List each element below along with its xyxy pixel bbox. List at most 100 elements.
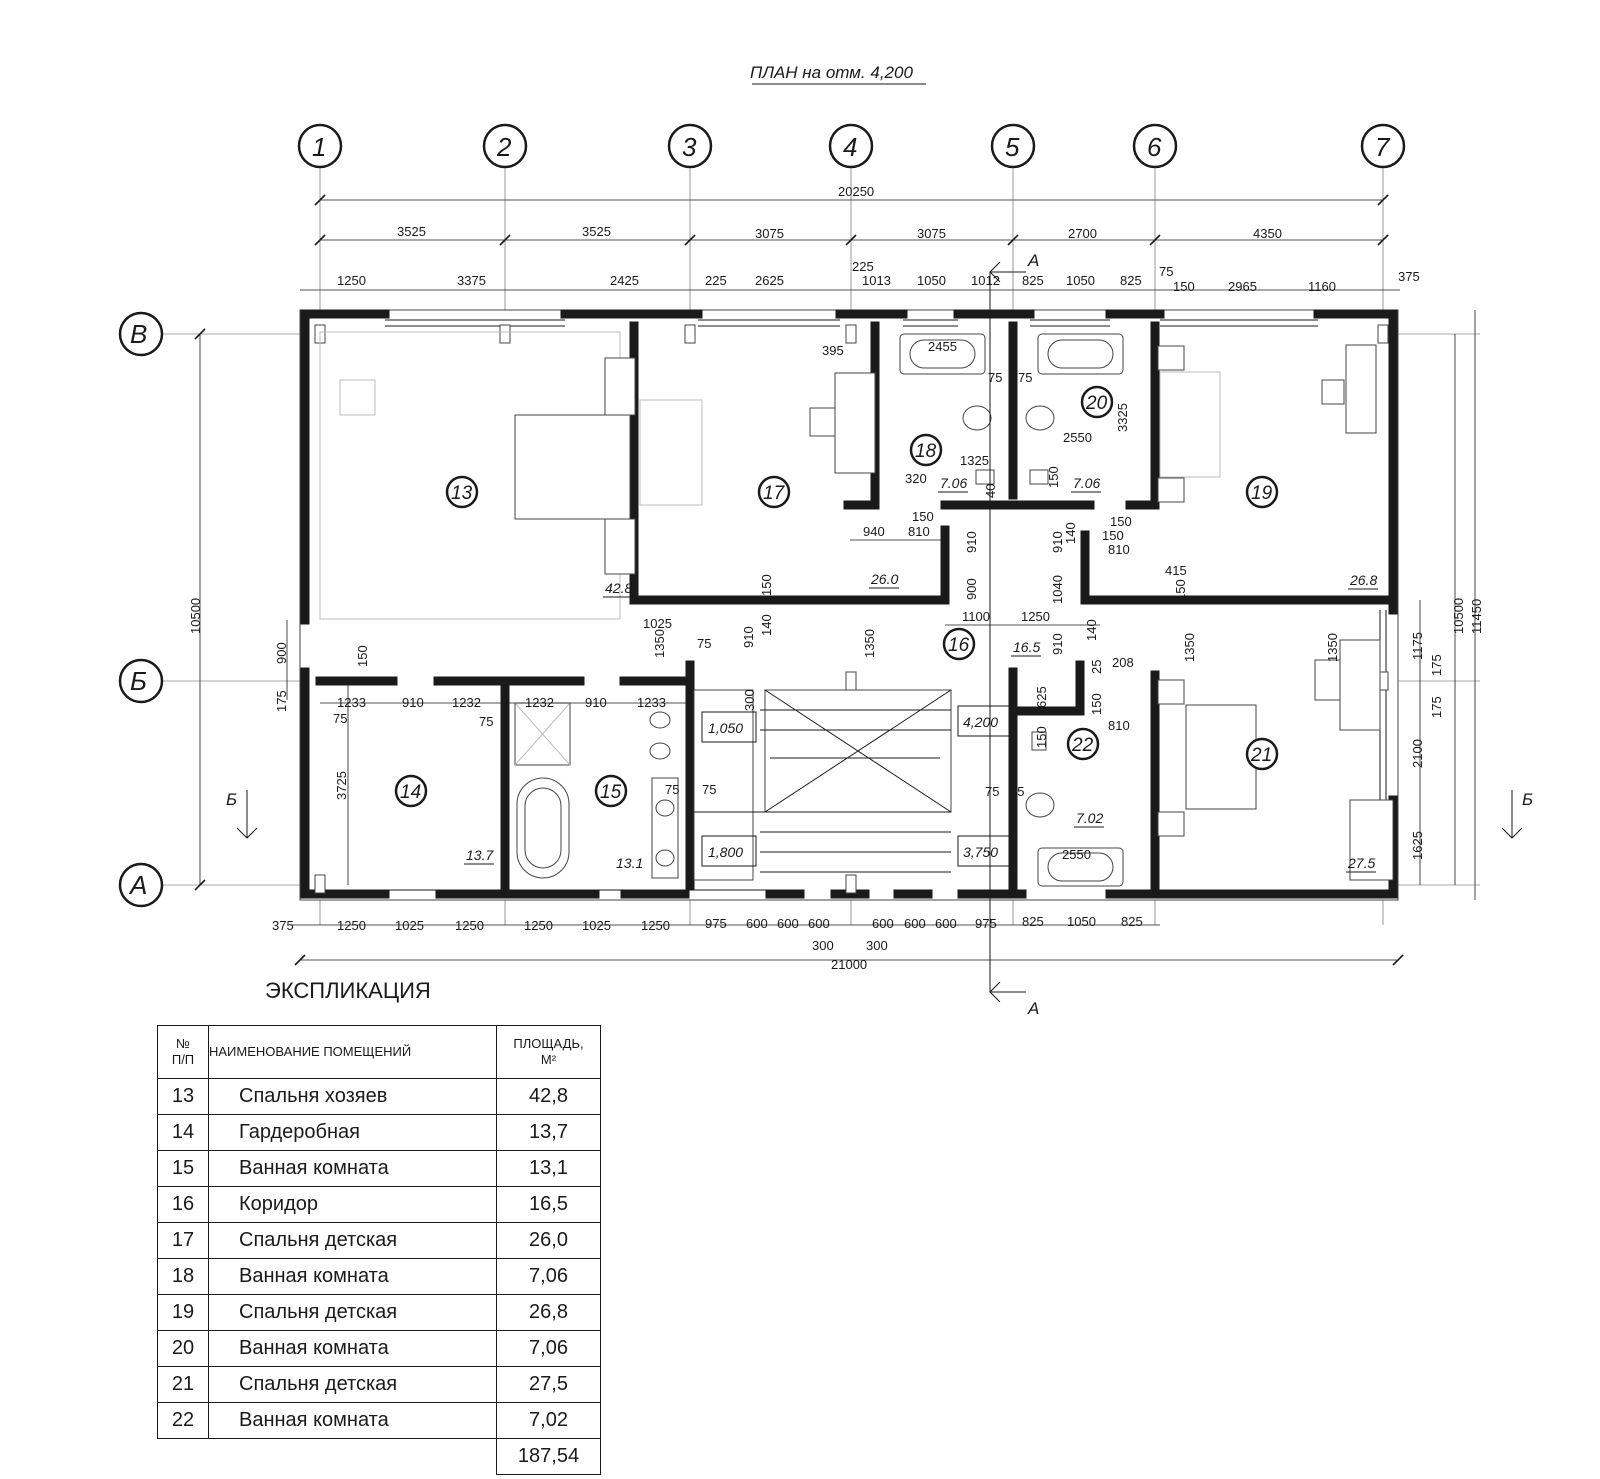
total-area: 187,54 (496, 1438, 601, 1475)
dimension-label: 2550 (1062, 847, 1091, 862)
dimension-label: 7.06 (940, 475, 967, 491)
dimension-label: 150 (1110, 514, 1132, 529)
interior-dimensions: 395 2455 75 75 3325 2550 1325 320 40 150… (320, 339, 1340, 885)
dimension-label: 225 (705, 273, 727, 288)
dimension-label: 1025 (582, 918, 611, 933)
dimension-label: 975 (975, 916, 997, 931)
dimension-label: 26.8 (1349, 572, 1377, 588)
dimension-label: 2625 (755, 273, 784, 288)
dimension-label: А (1027, 999, 1039, 1018)
dimension-label: 1 (312, 132, 326, 162)
dimension-label: 910 (741, 626, 756, 648)
dimension-label: 19 (1251, 483, 1273, 504)
axis-1: 1 (297, 123, 343, 925)
total-row: 187,54 (158, 1438, 601, 1475)
dimension-label: 1350 (652, 629, 667, 658)
dimension-label: 75 (702, 782, 716, 797)
dimension-label: 1175 (1410, 632, 1425, 660)
dimension-label: 14 (400, 782, 421, 803)
dimension-label: 150 (1089, 693, 1104, 715)
dimension-label: 2425 (610, 273, 639, 288)
dimension-label: 16.5 (1013, 639, 1040, 655)
dimension-label: 175 (1429, 696, 1444, 718)
dimension-label: 2700 (1068, 226, 1097, 241)
dimension-label: 1250 (1021, 609, 1050, 624)
dimension-label: 900 (274, 642, 289, 664)
side-dimensions: 10500 900 175 10500 11450 1175 175 175 2… (188, 310, 1484, 900)
dimension-label: 17 (763, 483, 786, 504)
dimension-label: 75 (1159, 264, 1173, 279)
dimension-label: 7.02 (1076, 810, 1103, 826)
dimension-label: 1,800 (708, 844, 743, 860)
dimension-label: 25 (1089, 660, 1104, 674)
header-area: ПЛОЩАДЬ,М² (496, 1025, 601, 1079)
dimension-label: 75 (985, 784, 999, 799)
dimension-label: 940 (863, 524, 885, 539)
dimension-label: 3525 (582, 224, 611, 239)
dimension-label: 140 (1063, 522, 1078, 544)
dimension-label: А (1027, 251, 1039, 270)
dimension-label: 2965 (1228, 279, 1257, 294)
dimension-label: 208 (1112, 655, 1134, 670)
dimension-label: 600 (935, 916, 957, 931)
dimension-label: 3325 (1115, 403, 1130, 432)
dimension-label: 1625 (1410, 831, 1425, 860)
dimension-label: 150 (1034, 726, 1049, 748)
dimension-label: Б (1522, 790, 1533, 809)
dimension-label: 1250 (641, 918, 670, 933)
dimension-label: В (130, 319, 147, 349)
dimension-label: 395 (822, 343, 844, 358)
dimension-label: 300 (866, 938, 888, 953)
dimension-label: 825 (1022, 914, 1044, 929)
dimension-label: 2 (496, 132, 512, 162)
dimension-label: 150 (1102, 528, 1124, 543)
dimension-label: 16 (948, 635, 970, 656)
dimension-label: 6 (1147, 132, 1162, 162)
header-name: НАИМЕНОВАНИЕ ПОМЕЩЕНИЙ (208, 1025, 497, 1079)
dimension-label: 1250 (337, 273, 366, 288)
dimension-label: 3 (682, 132, 697, 162)
dimension-label: 75 (988, 370, 1002, 385)
room-numbers: 13 14 15 16 17 18 19 20 21 22 (394, 385, 1279, 808)
dimension-label: 22 (1071, 735, 1094, 756)
dimension-label: 910 (402, 695, 424, 710)
dimension-label: 415 (1165, 563, 1187, 578)
dimension-label: 600 (904, 916, 926, 931)
staircase (693, 689, 952, 881)
bottom-dimensions: 375 1250 1025 1250 1250 1025 1250 975 60… (272, 914, 1404, 972)
dimension-label: 1040 (1050, 575, 1065, 604)
dimension-label: 1325 (960, 453, 989, 468)
dimension-label: 40 (983, 484, 998, 498)
dimension-label: 1250 (524, 918, 553, 933)
dimension-label: 1232 (525, 695, 554, 710)
dimension-label: 825 (1121, 914, 1143, 929)
dimension-label: 42.8 (605, 580, 632, 596)
dimension-label: 825 (1022, 273, 1044, 288)
dimension-label: 1025 (643, 616, 672, 631)
dimension-label: 3725 (334, 771, 349, 800)
dimension-label: 1050 (917, 273, 946, 288)
dimension-label: 150 (355, 645, 370, 667)
dimension-label: 1232 (452, 695, 481, 710)
dimension-label: 1013 (862, 273, 891, 288)
dimension-label: 1025 (395, 918, 424, 933)
dimension-label: 300 (812, 938, 834, 953)
dimension-label: 910 (964, 531, 979, 553)
dimension-label: 910 (1050, 633, 1065, 655)
dimension-label: 2455 (928, 339, 957, 354)
room-areas: 42.8 13.7 13.1 16.5 26.0 7.06 26.8 7.06 … (464, 475, 1378, 873)
dimension-label: 75 (697, 636, 711, 651)
dimension-label: 3525 (397, 224, 426, 239)
dimension-label: 4 (843, 132, 857, 162)
dimension-label: 18 (915, 441, 937, 462)
dimension-label: 910 (1050, 531, 1065, 553)
dimension-label: 75 (479, 714, 493, 729)
dimension-label: 810 (1108, 542, 1130, 557)
